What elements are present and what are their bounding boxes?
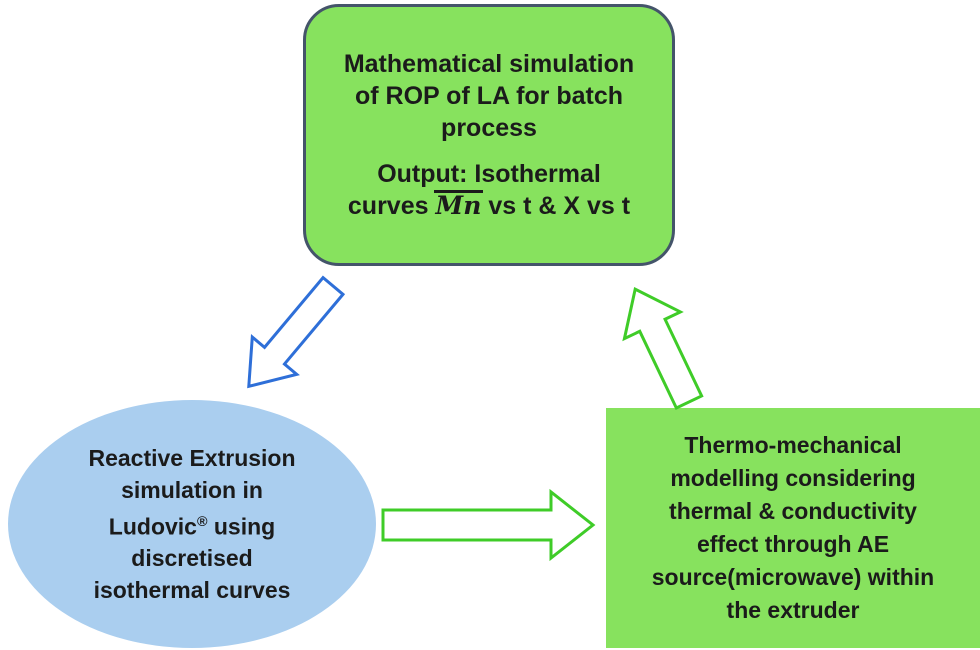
registered-trademark-mark: ® [196,513,208,530]
mn-overline-symbol: Mn [433,190,484,220]
right-box-line: source(microwave) within [651,564,935,590]
ellipse-line: Reactive Extrusion [88,444,296,471]
ellipse-line: discretised [131,545,253,572]
right-box-line: the extruder [726,597,860,623]
arrow-right-box-to-top-box [622,286,704,411]
right-box-line: modelling considering [670,465,916,491]
output-line2-suffix: vs t & X vs t [488,192,631,220]
top-box-output-line1: Output: Isothermal [377,160,601,188]
ellipse-brand-suffix: using [213,513,276,540]
ellipse-line: isothermal curves [93,577,291,604]
arrow-ellipse-to-right-box [381,488,596,562]
ellipse-line: simulation in [121,476,263,503]
top-box-line: Mathematical simulation [343,50,635,78]
ludovic-brand: Ludovic [108,513,197,540]
right-box-line: thermal & conductivity [669,498,917,524]
top-box-line: of ROP of LA for batch [354,82,624,110]
right-box-line: Thermo-mechanical [684,432,902,458]
ellipse-brand-line: Ludovic® using [109,506,275,543]
output-line2-prefix: curves [347,192,429,220]
arrow-top-box-to-ellipse [247,275,346,389]
top-box-line: process [441,114,537,142]
node-reactive-extrusion: Reactive Extrusion simulation in Ludovic… [8,400,376,648]
node-thermo-mechanical-modelling: Thermo-mechanical modelling considering … [606,408,980,648]
right-box-line: effect through AE [696,531,890,557]
node-mathematical-simulation: Mathematical simulation of ROP of LA for… [303,4,675,266]
